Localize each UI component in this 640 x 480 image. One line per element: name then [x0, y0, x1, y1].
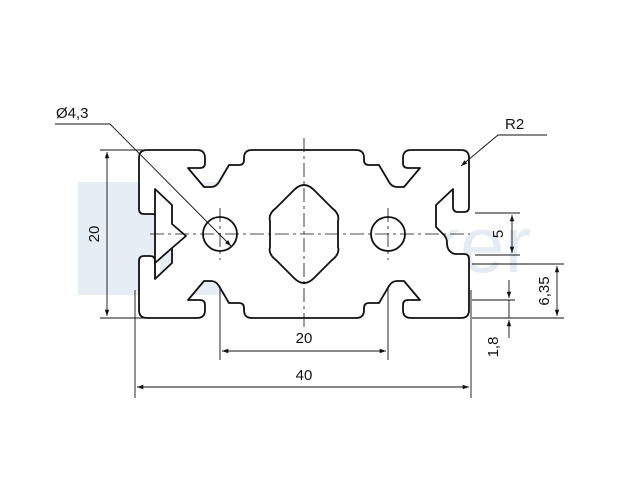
center-lines — [150, 138, 470, 330]
label-height: 20 — [86, 226, 103, 243]
label-slot-depth: 6,35 — [536, 276, 553, 305]
label-wall-thickness: 1,8 — [485, 337, 502, 358]
leader-hole — [55, 123, 232, 247]
extension-lines — [100, 149, 564, 398]
label-slot-spacing: 20 — [296, 330, 313, 347]
label-width: 40 — [296, 367, 313, 384]
label-slot-opening: 5 — [490, 230, 507, 238]
leader-radius — [460, 134, 547, 167]
dimension-labels: Ø4,3 R2 20 5 6,35 1,8 20 40 — [56, 105, 553, 384]
left-slot-core — [154, 188, 187, 264]
label-corner-radius: R2 — [505, 116, 524, 133]
label-hole-diameter: Ø4,3 — [56, 105, 89, 122]
dimension-lines — [55, 123, 560, 390]
